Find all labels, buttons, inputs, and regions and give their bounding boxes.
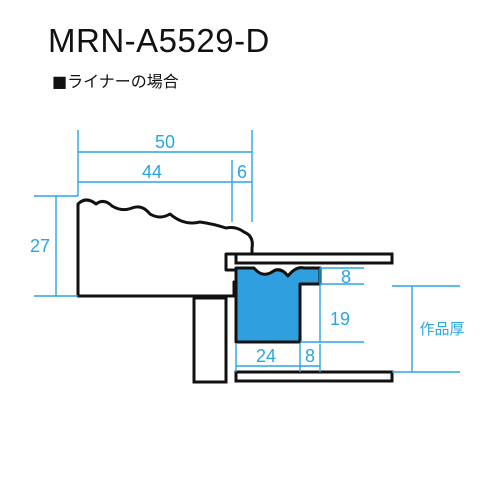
dim-liner-height: 19 <box>330 309 350 329</box>
top-glazing <box>234 252 394 265</box>
dim-main-width: 44 <box>142 162 162 182</box>
dim-height: 27 <box>30 236 50 256</box>
page-title: MRN-A5529-D <box>48 22 270 59</box>
dim-total-width: 50 <box>155 132 175 152</box>
bottom-backing <box>234 370 394 383</box>
frame-profile <box>76 198 254 298</box>
dim-liner-top: 8 <box>341 267 351 287</box>
dim-lip-width: 6 <box>237 162 247 182</box>
dim-artwork-depth: 作品厚 <box>419 320 464 338</box>
back-board <box>192 296 228 384</box>
page-subtitle: ■ライナーの場合 <box>52 72 179 91</box>
liner-profile <box>234 266 322 344</box>
dim-liner-bottom: 8 <box>305 346 315 366</box>
dim-liner-width: 24 <box>256 346 276 366</box>
